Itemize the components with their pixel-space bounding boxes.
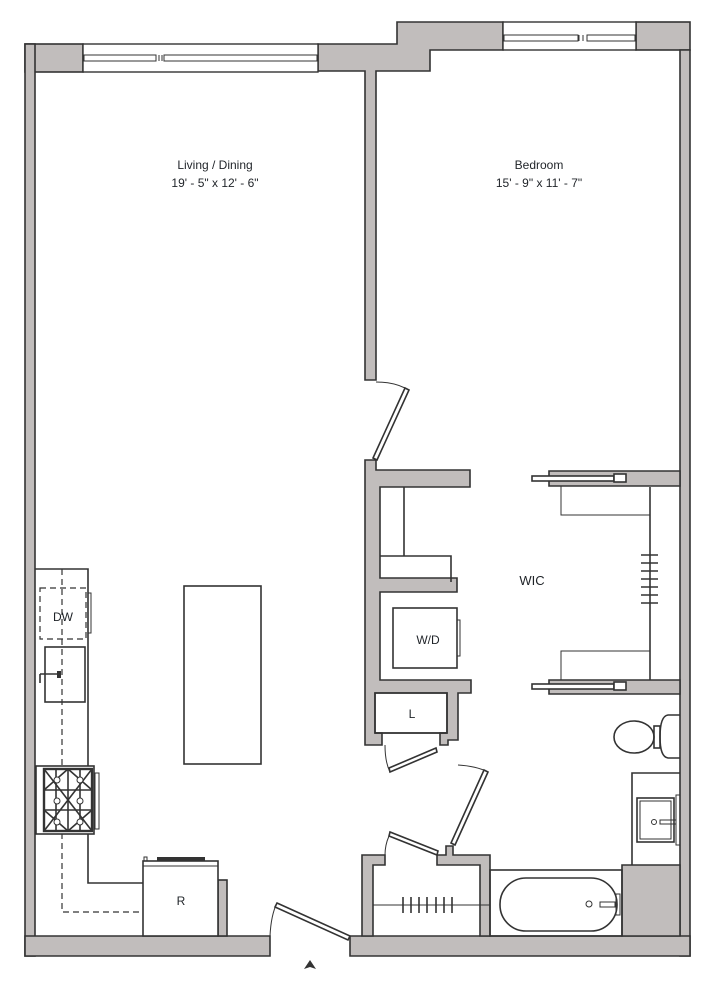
room-dimensions-living-dining: 19' - 5" x 12' - 6" — [171, 176, 258, 190]
exterior-walls — [24, 21, 691, 957]
door-bathroom[interactable] — [449, 764, 490, 847]
window-bedroom — [502, 21, 637, 51]
room-dimensions-bedroom: 15' - 9" x 11' - 7" — [496, 176, 582, 190]
bathroom-vanity[interactable] — [631, 772, 681, 865]
room-name-living-dining: Living / Dining — [177, 158, 252, 172]
toilet[interactable] — [613, 714, 680, 759]
kitchen-island — [183, 585, 262, 765]
entry-arrow-icon — [304, 960, 316, 969]
door-bedroom[interactable] — [371, 381, 411, 462]
refrigerator-label: R — [177, 894, 186, 908]
dishwasher-label: DW — [53, 610, 74, 624]
closet-rod — [373, 897, 490, 913]
sliding-door-wic-top[interactable] — [531, 473, 627, 483]
dishwasher[interactable]: DW — [39, 587, 92, 640]
bathtub[interactable] — [489, 869, 623, 937]
room-name-wic: WIC — [519, 573, 544, 588]
washer-dryer[interactable]: W/D — [392, 607, 461, 669]
linen-label: L — [409, 707, 416, 721]
door-entry[interactable] — [269, 901, 352, 942]
sliding-door-wic-bottom[interactable] — [531, 681, 627, 691]
washer-dryer-label: W/D — [416, 633, 440, 647]
kitchen-counter — [35, 568, 143, 913]
window-living — [82, 43, 319, 73]
linen-closet[interactable]: L — [374, 692, 448, 734]
wic-shelves — [380, 486, 658, 680]
door-closet[interactable] — [384, 830, 439, 857]
door-linen[interactable] — [384, 744, 438, 774]
room-name-bedroom: Bedroom — [515, 158, 564, 172]
kitchen-sink[interactable] — [39, 646, 86, 703]
refrigerator[interactable]: R — [142, 856, 219, 937]
cooktop[interactable] — [35, 765, 100, 835]
